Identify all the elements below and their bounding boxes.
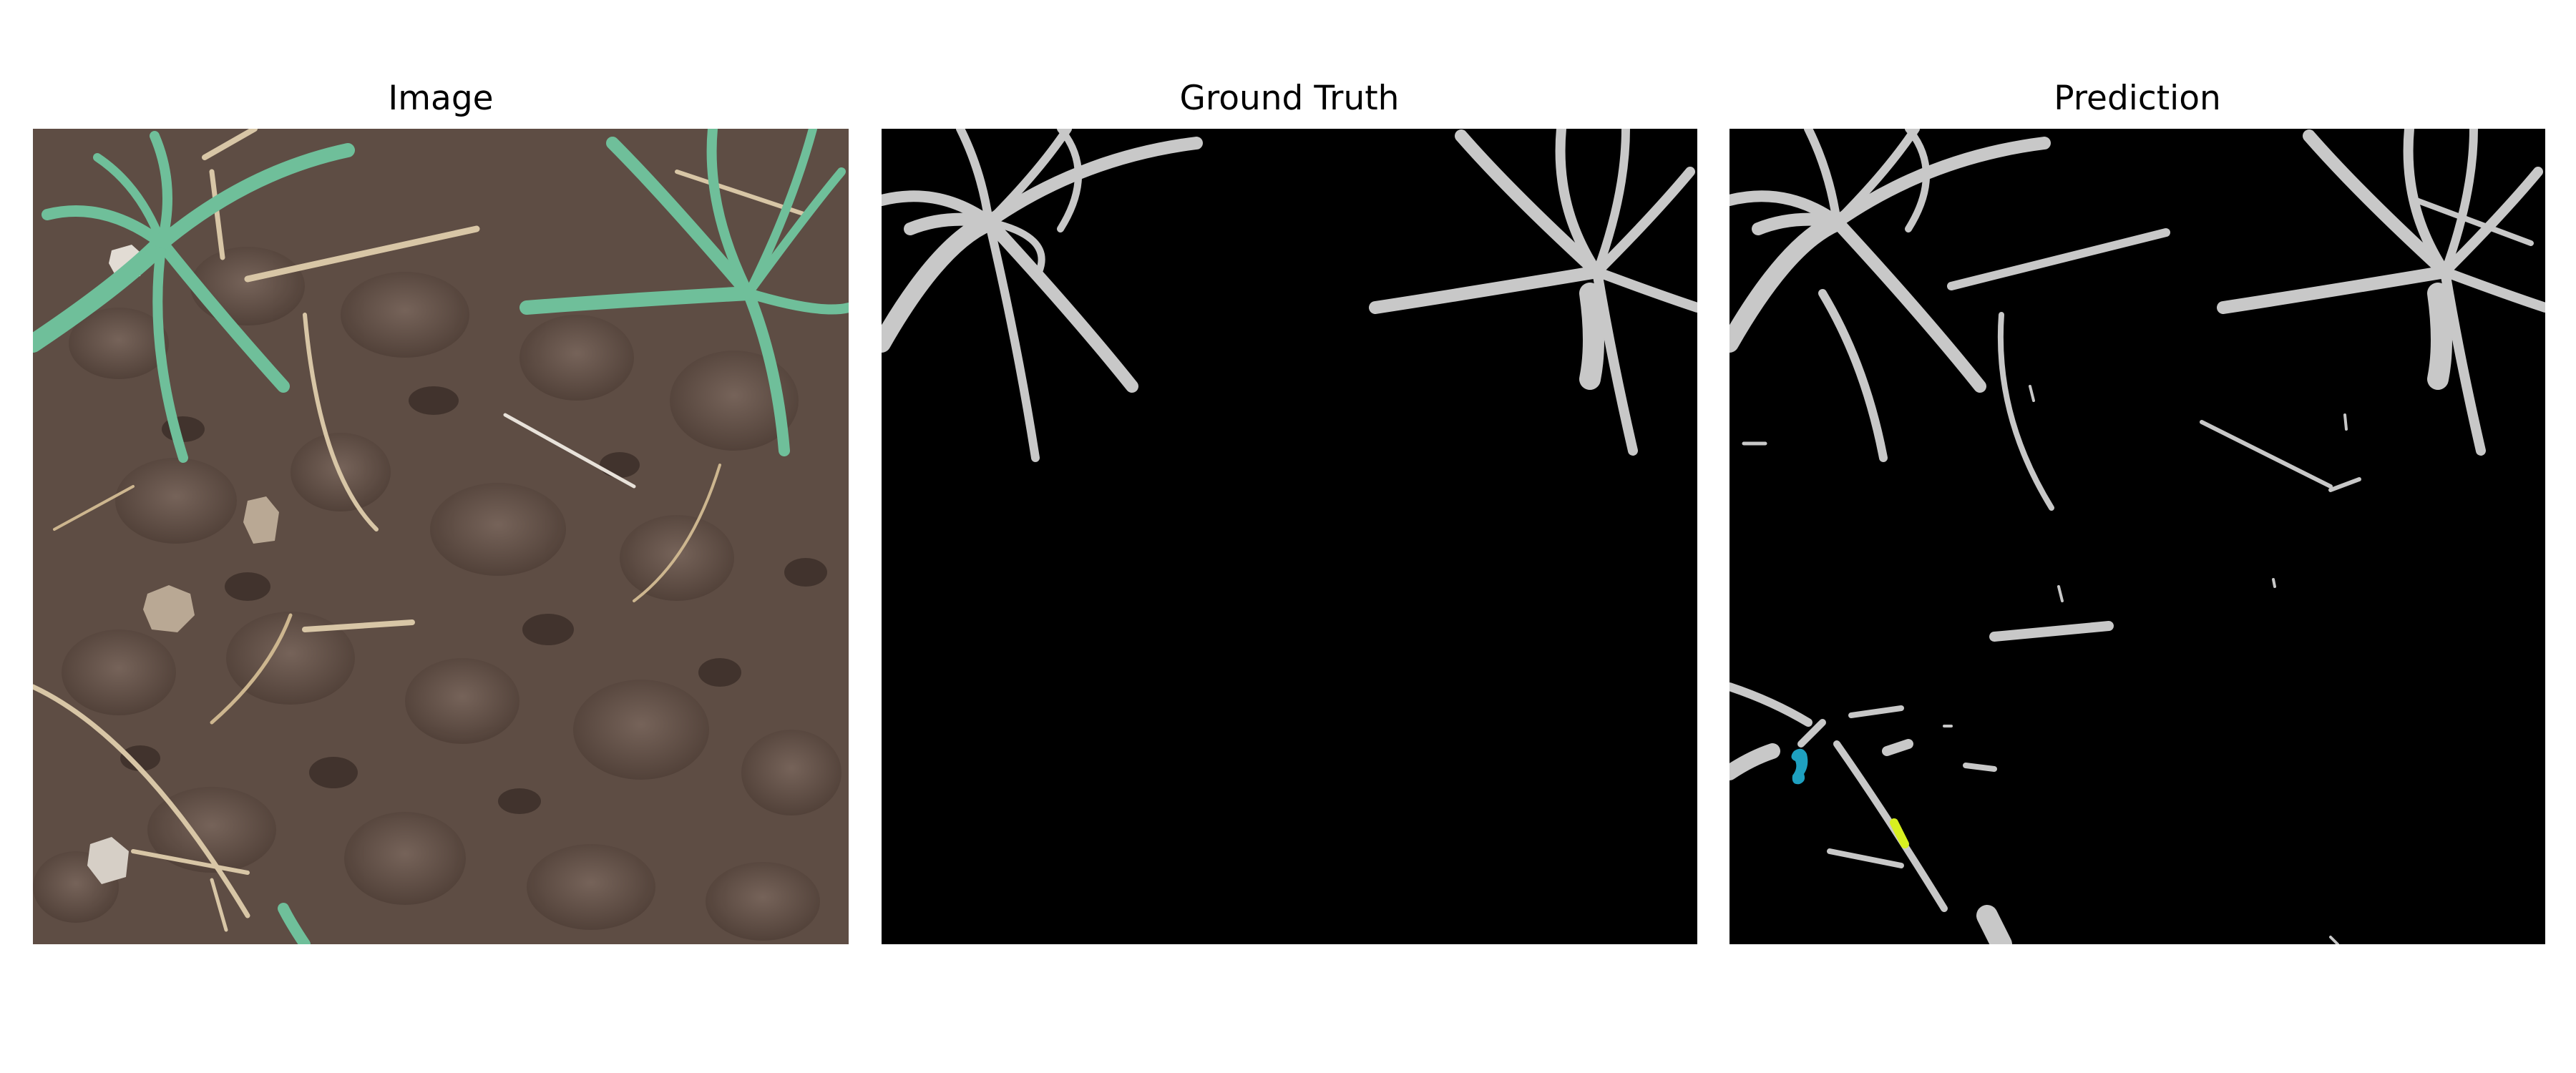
soil-clods bbox=[33, 247, 841, 941]
soil-shadows bbox=[120, 386, 827, 814]
plant-pred-false-positives bbox=[1729, 228, 2361, 944]
plant-mask-right bbox=[1369, 129, 1697, 456]
mask-background bbox=[1729, 129, 2545, 944]
image-panel-title: Image bbox=[388, 79, 494, 118]
soil-photo bbox=[33, 129, 849, 944]
plant-mask-left bbox=[882, 129, 1203, 462]
image-panel bbox=[33, 129, 849, 944]
class-cyan-region bbox=[1791, 748, 1808, 785]
dry-straw bbox=[33, 129, 808, 932]
ground-truth-mask bbox=[882, 129, 1697, 944]
prediction-panel bbox=[1729, 129, 2545, 944]
ground-truth-panel-title: Ground Truth bbox=[1179, 79, 1400, 118]
grass-seedlings bbox=[33, 129, 849, 944]
ground-truth-panel bbox=[882, 129, 1697, 944]
prediction-panel-title: Prediction bbox=[2054, 79, 2221, 118]
plant-pred-left bbox=[1729, 129, 2051, 462]
class-yellow-region bbox=[1890, 818, 1909, 848]
prediction-mask bbox=[1729, 129, 2545, 944]
mask-background bbox=[882, 129, 1697, 944]
plant-pred-right bbox=[2217, 129, 2545, 456]
